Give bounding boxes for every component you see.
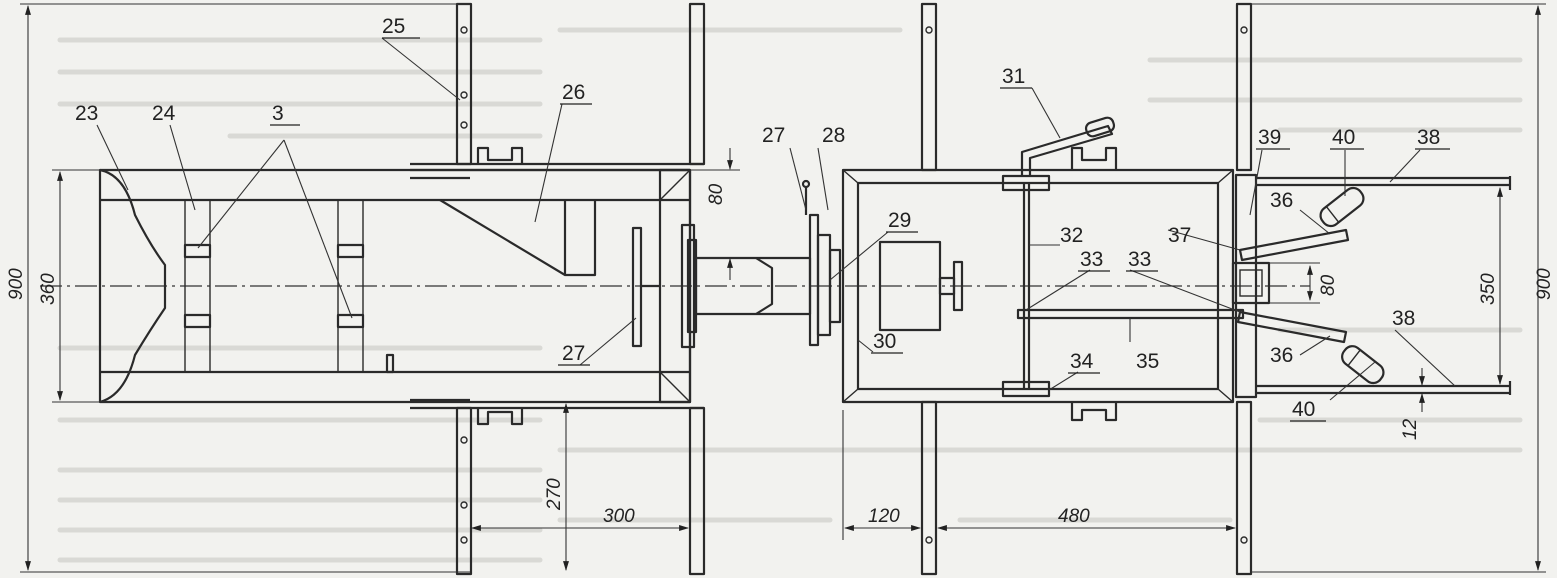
dim-300: 300 bbox=[603, 506, 635, 527]
sprocket-27-right bbox=[808, 213, 820, 347]
part-label-33-left: 33 bbox=[1080, 248, 1103, 271]
part-label-34: 34 bbox=[1070, 350, 1094, 373]
part-label-35: 35 bbox=[1136, 350, 1159, 373]
part-label-28: 28 bbox=[822, 124, 845, 147]
part-label-24: 24 bbox=[152, 102, 176, 125]
part-label-32: 32 bbox=[1060, 224, 1083, 247]
front-plate bbox=[99, 168, 167, 404]
left-frame bbox=[98, 168, 698, 404]
part-label-40-bottom: 40 bbox=[1292, 398, 1315, 421]
part-label-31: 31 bbox=[1002, 65, 1025, 88]
square-tube bbox=[1231, 261, 1271, 305]
part-label-39: 39 bbox=[1258, 126, 1281, 149]
dim-120: 120 bbox=[868, 506, 900, 527]
part-label-27-right: 27 bbox=[762, 124, 785, 147]
background-bleed-through bbox=[57, 27, 1523, 563]
part-label-38-top: 38 bbox=[1417, 126, 1440, 149]
lever-31 bbox=[1020, 124, 1114, 176]
part-label-36-bottom: 36 bbox=[1270, 344, 1293, 367]
dimension-values: 900 360 80 270 300 120 480 80 350 900 12 bbox=[6, 183, 1555, 527]
leader-lines bbox=[96, 37, 1456, 401]
part-label-26: 26 bbox=[562, 81, 585, 104]
sprocket-27 bbox=[631, 226, 643, 348]
dim-12: 12 bbox=[1400, 418, 1421, 440]
dimension-lines bbox=[20, 3, 1546, 573]
dim-80-top: 80 bbox=[706, 183, 727, 205]
part-label-27-left: 27 bbox=[562, 342, 585, 365]
part-label-33-right: 33 bbox=[1128, 248, 1151, 271]
part-label-30: 30 bbox=[873, 330, 896, 353]
part-label-3: 3 bbox=[272, 102, 284, 125]
dim-900-right: 900 bbox=[1534, 268, 1555, 300]
bracket bbox=[439, 199, 597, 277]
part-label-37: 37 bbox=[1168, 224, 1191, 247]
part-labels: 25 23 24 3 26 27 27 28 29 30 31 32 33 33… bbox=[75, 15, 1450, 422]
dim-350: 350 bbox=[1478, 273, 1499, 305]
right-handles bbox=[1231, 173, 1512, 399]
middle-frame bbox=[841, 2, 1253, 576]
coupling-shaft bbox=[694, 179, 842, 347]
part-label-36-top: 36 bbox=[1270, 189, 1293, 212]
left-tines bbox=[410, 2, 706, 576]
part-label-38-bottom: 38 bbox=[1392, 307, 1415, 330]
dim-480: 480 bbox=[1058, 506, 1090, 527]
part-label-40-top: 40 bbox=[1332, 126, 1355, 149]
dim-900-left: 900 bbox=[6, 268, 27, 300]
part-label-23: 23 bbox=[75, 102, 98, 125]
part-label-25: 25 bbox=[382, 15, 405, 38]
dim-270: 270 bbox=[544, 478, 565, 511]
dim-360: 360 bbox=[38, 273, 59, 305]
part-label-29: 29 bbox=[888, 209, 911, 232]
dim-80-right: 80 bbox=[1318, 274, 1339, 296]
